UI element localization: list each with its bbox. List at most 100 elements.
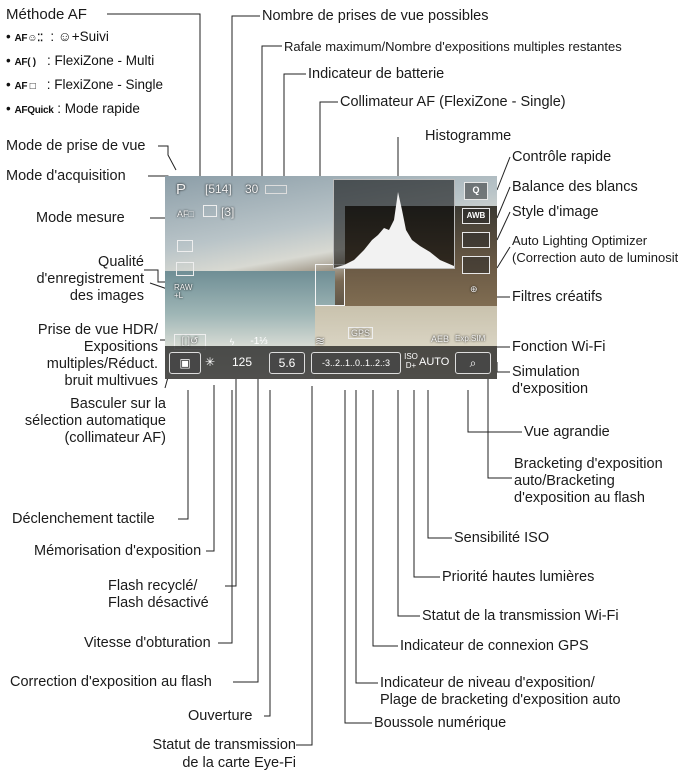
line-nombre-prises (231, 15, 260, 184)
line-tactile (178, 390, 189, 520)
line-methode-af (107, 13, 201, 180)
line-controle-rapide (496, 156, 511, 191)
label-basculer-3: (collimateur AF) (64, 430, 166, 446)
label-flash-1: Flash recyclé/ (108, 578, 198, 594)
label-basculer-1: Basculer sur la (70, 396, 166, 412)
label-ouverture: Ouverture (188, 708, 253, 724)
label-bracketing-3: d'exposition au flash (514, 490, 645, 506)
right-icon-column: Q AWB ⊕ (458, 176, 497, 331)
label-qualite-2: d'enregistrement (36, 271, 144, 287)
line-corr-flash (233, 352, 259, 683)
shutter-speed-readout: 125 (231, 355, 253, 369)
exposure-simulation-icon: Exp.SIM (455, 334, 486, 343)
line-gps (372, 390, 398, 647)
label-filtres: Filtres créatifs (512, 289, 603, 305)
label-niveau-2: Plage de bracketing d'exposition auto (380, 692, 621, 708)
label-collimateur: Collimateur AF (FlexiZone - Single) (340, 94, 566, 110)
ae-lock-icon: ✳ (204, 355, 216, 369)
label-balance: Balance des blancs (512, 179, 638, 195)
af-method-quick: • AFQuick : Mode rapide (6, 101, 140, 116)
quick-control-button[interactable]: Q (464, 182, 488, 200)
battery-icon (265, 185, 287, 194)
label-boussole: Boussole numérique (374, 715, 507, 731)
label-vue-agrandie: Vue agrandie (524, 424, 610, 440)
exposure-level-scale: -3..2..1..0..1..2.:3 (311, 352, 401, 374)
label-vitesse: Vitesse d'obturation (84, 635, 211, 651)
label-eyefi-2: de la carte Eye-Fi (182, 755, 296, 771)
line-boussole (344, 390, 372, 724)
creative-filter-icon: ⊕ (470, 284, 478, 294)
label-methode-af: Méthode AF (6, 6, 87, 23)
line-statut-wifi (397, 390, 420, 617)
line-balance (496, 186, 511, 219)
wifi-icon: ≋ (315, 334, 326, 348)
line-bracketing (487, 362, 512, 479)
line-vitesse (218, 390, 233, 644)
camera-live-view-screen: P [514] 30 AF□ [3] RAW+L [ ]↺ Q AWB ⊕ ≋ … (165, 176, 497, 379)
line-ouverture (264, 390, 271, 717)
label-bracketing-1: Bracketing d'exposition (514, 456, 663, 472)
label-hdr-3: multiples/Réduct. (46, 356, 158, 372)
label-alo-2: (Correction auto de luminosité) (512, 250, 678, 265)
af-method-icon: AF□ (177, 209, 194, 219)
flash-comp-readout: -1⅓ (250, 336, 268, 347)
shooting-mode-readout: P (176, 181, 187, 198)
line-batterie (283, 73, 306, 184)
label-simulation-2: d'exposition (512, 381, 589, 397)
label-statut-wifi: Statut de la transmission Wi-Fi (422, 608, 619, 624)
label-corr-flash: Correction d'exposition au flash (10, 674, 212, 690)
label-bracketing-2: auto/Bracketing (514, 473, 615, 489)
picture-style-icon (462, 232, 490, 248)
line-style (496, 211, 511, 241)
touch-shutter-button[interactable]: ▣ (169, 352, 201, 374)
label-qualite-3: des images (69, 288, 144, 304)
label-memorisation: Mémorisation d'exposition (34, 543, 202, 559)
line-niveau (355, 390, 378, 684)
histogram-graph (334, 192, 454, 268)
metering-icon (176, 262, 194, 276)
label-priorite: Priorité hautes lumières (442, 569, 595, 585)
label-qualite-1: Qualité (98, 254, 144, 270)
label-batterie: Indicateur de batterie (308, 66, 445, 82)
label-mesure: Mode mesure (36, 210, 125, 226)
drive-count-readout: [3] (221, 205, 235, 219)
magnify-button[interactable]: ⌕ (455, 352, 491, 374)
label-prise-vue: Mode de prise de vue (6, 138, 146, 154)
label-eyefi-1: Statut de transmission (152, 737, 296, 753)
iso-readout: AUTO (419, 356, 450, 368)
line-flash (225, 355, 237, 587)
label-acquisition: Mode d'acquisition (6, 168, 126, 184)
drive-mode-icon (203, 205, 217, 217)
af-method-flexizone-single: • AF □ : FlexiZone - Single (6, 77, 164, 92)
label-controle-rapide: Contrôle rapide (512, 149, 612, 165)
label-histogramme: Histogramme (425, 128, 512, 144)
histogram-shape (334, 192, 454, 268)
metering-mode-icon (177, 240, 193, 252)
line-vue-agrandie (467, 390, 522, 433)
af-point-frame (315, 264, 345, 306)
label-hdr-4: bruit multivues (64, 373, 158, 389)
bottom-status-bar: ▣ ✳ ϟ 125 -1⅓ 5.6 -3..2..1..0..1..2.:3 I… (165, 336, 497, 379)
flash-ready-icon: ϟ (229, 337, 235, 347)
gps-icon: GPS (348, 327, 374, 339)
label-style: Style d'image (512, 204, 599, 220)
shots-remaining-readout: [514] (205, 182, 232, 196)
label-tactile: Déclenchement tactile (12, 511, 155, 527)
label-niveau-1: Indicateur de niveau d'exposition/ (380, 675, 595, 691)
auto-lighting-optimizer-icon (462, 256, 490, 274)
label-simulation-1: Simulation (512, 364, 580, 380)
af-method-flexizone-multi: • AF( ) : FlexiZone - Multi (6, 53, 155, 68)
label-iso: Sensibilité ISO (454, 530, 550, 546)
line-simulation (496, 362, 510, 373)
label-flash-2: Flash désactivé (108, 595, 209, 611)
label-gps: Indicateur de connexion GPS (400, 638, 589, 654)
label-hdr-2: Expositions (83, 339, 158, 355)
aeb-icon: AEB (431, 334, 450, 344)
line-eyefi (296, 386, 313, 746)
line-memorisation (206, 385, 215, 552)
image-quality-icon: RAW+L (174, 283, 193, 300)
line-prise-vue (158, 145, 177, 171)
label-alo-1: Auto Lighting Optimizer (512, 233, 648, 248)
burst-readout: 30 (245, 182, 259, 196)
